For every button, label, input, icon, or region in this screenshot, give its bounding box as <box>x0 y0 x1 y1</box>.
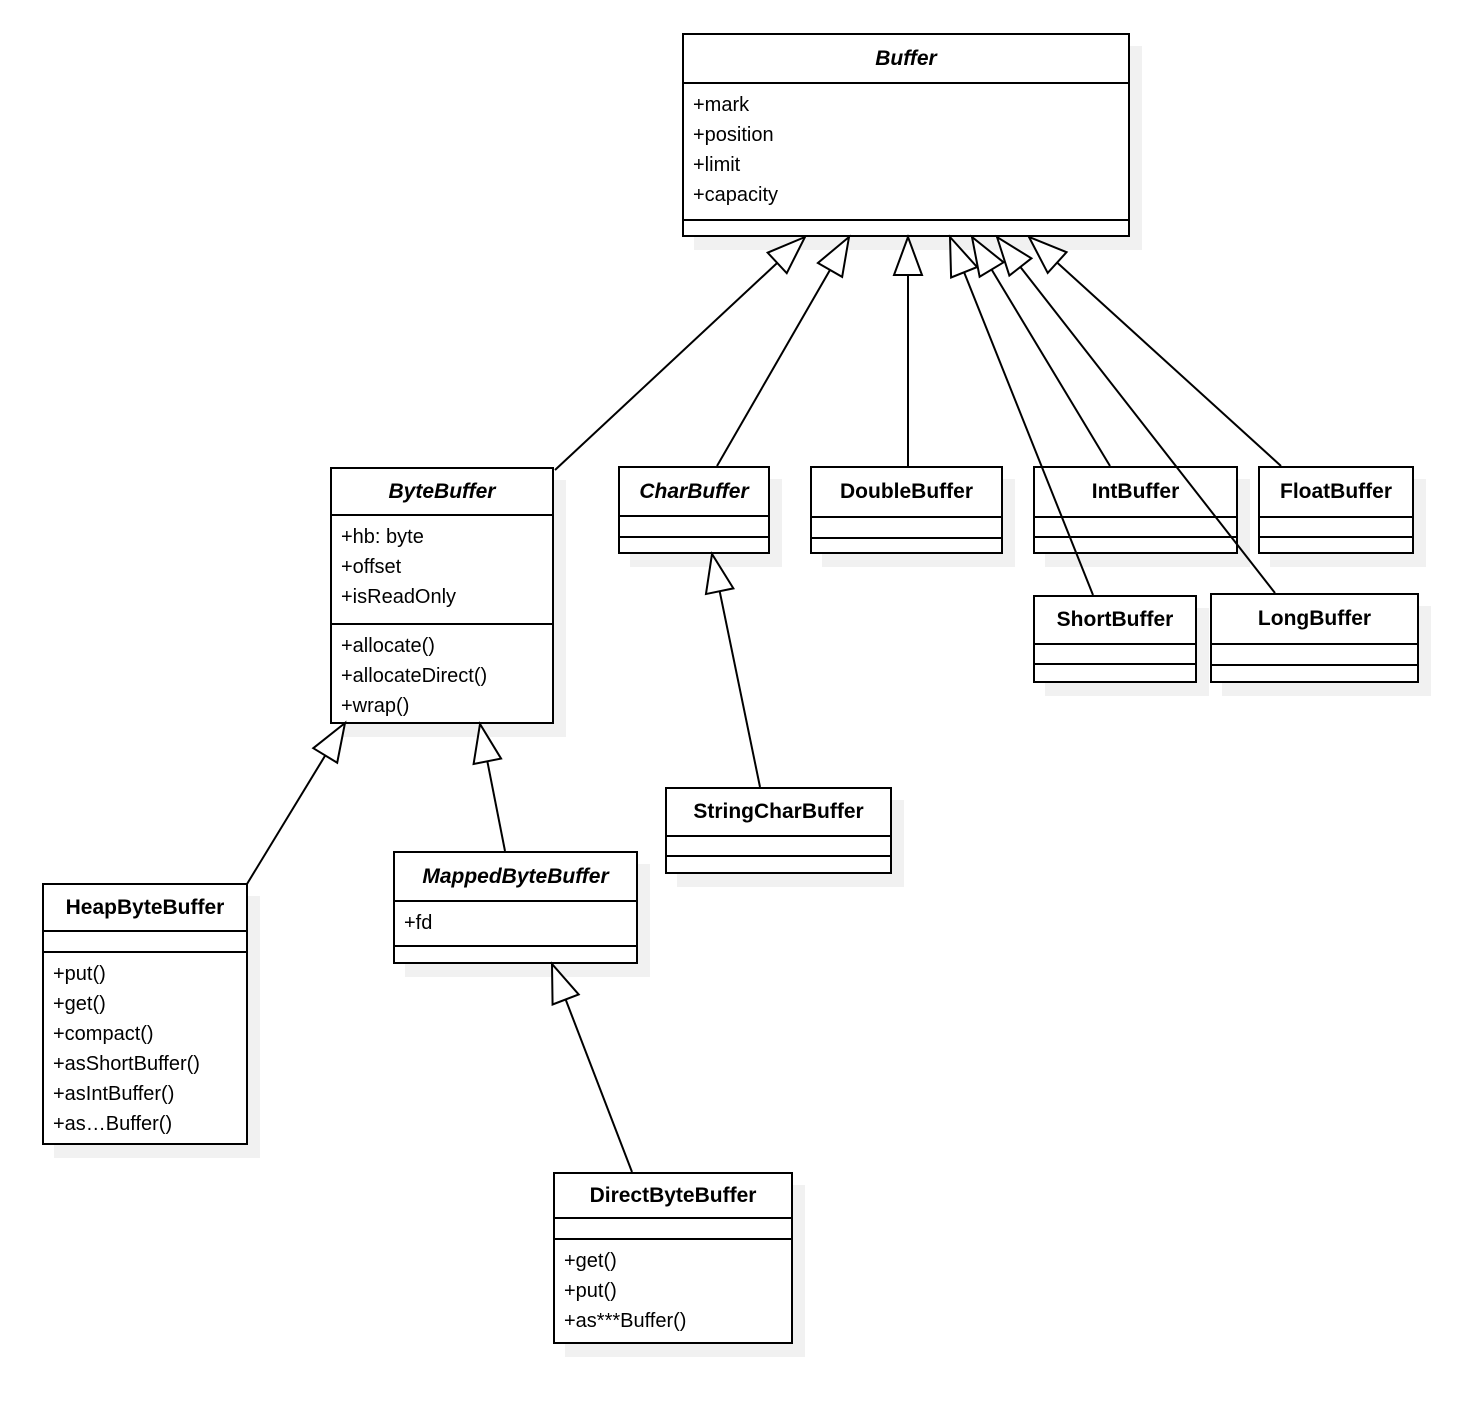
methods-compartment <box>1035 665 1195 681</box>
class-title: CharBuffer <box>620 468 768 517</box>
attribute: +mark <box>693 94 750 116</box>
class-stringcharbuffer: StringCharBuffer <box>665 787 892 874</box>
attributes-compartment <box>620 517 768 538</box>
attributes-compartment <box>44 932 246 953</box>
class-title: LongBuffer <box>1212 595 1417 645</box>
attributes-compartment <box>1260 518 1412 538</box>
method: +allocateDirect() <box>341 665 488 687</box>
class-title: DoubleBuffer <box>812 468 1001 518</box>
edge-heapbytebuffer-to-bytebuffer <box>246 720 347 885</box>
method: +allocate() <box>341 635 435 657</box>
methods-compartment <box>1212 666 1417 681</box>
class-title: MappedByteBuffer <box>395 853 636 902</box>
class-title: IntBuffer <box>1035 468 1236 518</box>
attributes-compartment: +fd <box>395 902 636 947</box>
class-title: StringCharBuffer <box>667 789 890 837</box>
class-mappedbytebuffer: MappedByteBuffer +fd <box>393 851 638 964</box>
class-intbuffer: IntBuffer <box>1033 466 1238 554</box>
edge-charbuffer-to-buffer <box>716 234 851 467</box>
attribute: +capacity <box>693 184 779 206</box>
class-heapbytebuffer: HeapByteBuffer +put() +get() +compact() … <box>42 883 248 1145</box>
attributes-compartment <box>812 518 1001 539</box>
class-directbytebuffer: DirectByteBuffer +get() +put() +as***Buf… <box>553 1172 793 1344</box>
methods-compartment <box>1035 538 1236 552</box>
attributes-compartment: +mark +position +limit +capacity <box>684 84 1128 221</box>
attributes-compartment <box>1035 518 1236 538</box>
class-bytebuffer: ByteBuffer +hb: byte +offset +isReadOnly… <box>330 467 554 724</box>
method: +as***Buffer() <box>564 1310 687 1332</box>
attribute: +fd <box>404 912 433 934</box>
attribute: +position <box>693 124 774 146</box>
class-title: DirectByteBuffer <box>555 1174 791 1219</box>
attribute: +hb: byte <box>341 526 424 548</box>
methods-compartment <box>620 538 768 552</box>
method: +compact() <box>53 1023 154 1045</box>
methods-compartment: +put() +get() +compact() +asShortBuffer(… <box>44 953 246 1143</box>
methods-compartment: +get() +put() +as***Buffer() <box>555 1240 791 1342</box>
edge-floatbuffer-to-buffer <box>1026 235 1282 467</box>
class-title: HeapByteBuffer <box>44 885 246 932</box>
attributes-compartment <box>1035 645 1195 665</box>
class-title: ByteBuffer <box>332 469 552 516</box>
edge-stringcharbuffer-to-charbuffer <box>704 551 761 788</box>
attributes-compartment <box>1212 645 1417 666</box>
class-doublebuffer: DoubleBuffer <box>810 466 1003 554</box>
methods-compartment: +allocate() +allocateDirect() +wrap() <box>332 625 552 722</box>
attributes-compartment <box>667 837 890 857</box>
class-title: Buffer <box>684 35 1128 84</box>
edge-directbytebuffer-to-mappedbytebuffer <box>550 961 633 1173</box>
class-title: ShortBuffer <box>1035 597 1195 645</box>
edge-intbuffer-to-buffer <box>970 234 1111 467</box>
methods-compartment <box>1260 538 1412 552</box>
method: +asIntBuffer() <box>53 1083 175 1105</box>
method: +get() <box>53 993 106 1015</box>
attributes-compartment <box>555 1219 791 1240</box>
method: +as…Buffer() <box>53 1113 173 1135</box>
edge-bytebuffer-to-buffer <box>554 235 808 471</box>
attribute: +offset <box>341 556 402 578</box>
methods-compartment <box>667 857 890 872</box>
method: +put() <box>564 1280 617 1302</box>
attributes-compartment: +hb: byte +offset +isReadOnly <box>332 516 552 625</box>
attribute: +isReadOnly <box>341 586 457 608</box>
class-title: FloatBuffer <box>1260 468 1412 518</box>
method: +get() <box>564 1250 617 1272</box>
method: +put() <box>53 963 106 985</box>
class-longbuffer: LongBuffer <box>1210 593 1419 683</box>
class-buffer: Buffer +mark +position +limit +capacity <box>682 33 1130 237</box>
method: +wrap() <box>341 695 410 717</box>
methods-compartment <box>684 221 1128 235</box>
methods-compartment <box>395 947 636 962</box>
methods-compartment <box>812 539 1001 552</box>
method: +asShortBuffer() <box>53 1053 200 1075</box>
class-charbuffer: CharBuffer <box>618 466 770 554</box>
edge-mappedbytebuffer-to-bytebuffer <box>472 721 506 852</box>
attribute: +limit <box>693 154 741 176</box>
class-floatbuffer: FloatBuffer <box>1258 466 1414 554</box>
class-shortbuffer: ShortBuffer <box>1033 595 1197 683</box>
